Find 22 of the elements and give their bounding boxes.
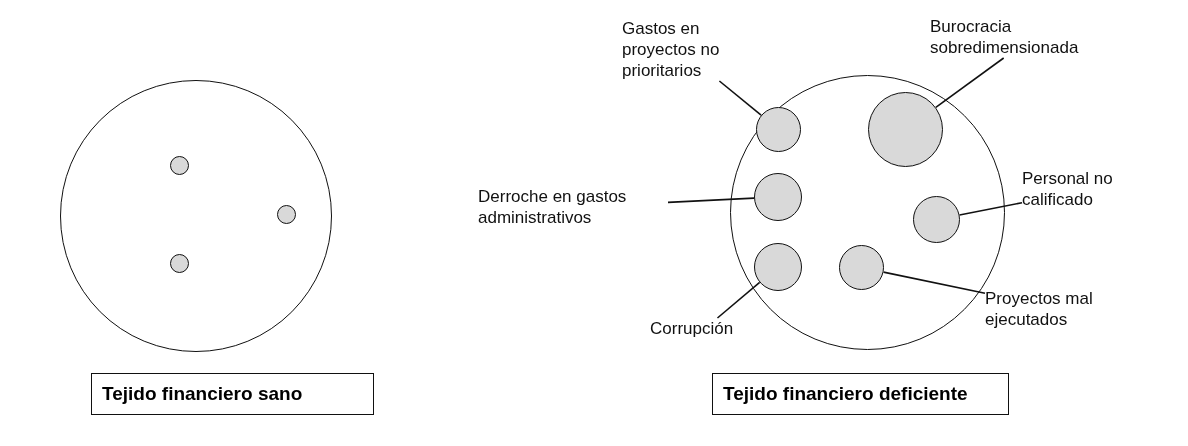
small-circle xyxy=(170,156,189,175)
callout-label: Personal no calificado xyxy=(1022,168,1162,210)
leader-line xyxy=(718,80,762,117)
leader-line xyxy=(716,281,761,319)
small-circle xyxy=(839,245,884,290)
caption-box: Tejido financiero deficiente xyxy=(712,373,1009,415)
leader-line xyxy=(958,201,1023,216)
leader-line xyxy=(882,271,986,295)
callout-label: Corrupción xyxy=(650,318,760,339)
leader-line xyxy=(667,197,755,204)
callout-label: Burocracia sobredimensionada xyxy=(930,16,1135,58)
leader-line xyxy=(935,57,1005,109)
callout-label: Gastos en proyectos no prioritarios xyxy=(622,18,740,81)
small-circle xyxy=(170,254,189,273)
callout-label: Derroche en gastos administrativos xyxy=(478,186,668,228)
small-circle xyxy=(913,196,960,243)
small-circle xyxy=(754,243,802,291)
small-circle xyxy=(756,107,801,152)
small-circle xyxy=(754,173,802,221)
small-circle xyxy=(277,205,296,224)
caption-box: Tejido financiero sano xyxy=(91,373,374,415)
callout-label: Proyectos mal ejecutados xyxy=(985,288,1135,330)
